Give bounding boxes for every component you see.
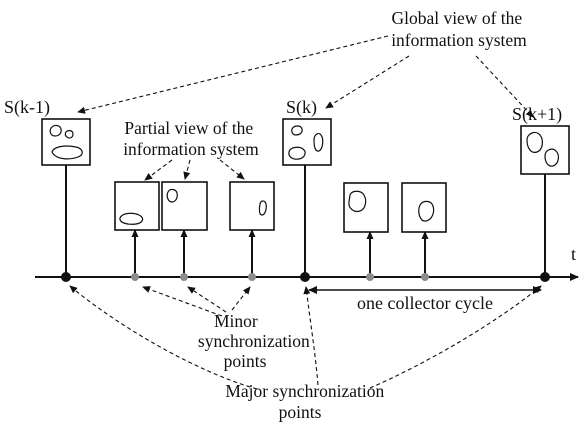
snapshot-box-k-minus-1	[41, 118, 91, 166]
blob-icon	[313, 133, 324, 152]
leader-major-1	[69, 285, 258, 390]
major-sync-point	[300, 272, 310, 282]
leader-minor-3	[231, 286, 251, 311]
blob-icon	[288, 146, 306, 160]
leader-partial-3	[219, 159, 245, 180]
blob-icon	[64, 129, 74, 139]
leader-minor-1	[142, 286, 223, 317]
minor-sync-points-label: Minor synchronization points	[198, 311, 314, 371]
global-view-label: Global view of the information system	[391, 8, 527, 50]
blob-icon	[51, 145, 83, 160]
snapshot-label-k-minus-1: S(k-1)	[4, 97, 50, 118]
blob-icon	[49, 124, 62, 137]
collector-cycle-label: one collector cycle	[357, 293, 493, 313]
leader-global-to-k-plus-1	[475, 55, 534, 118]
blob-icon	[544, 148, 559, 167]
partial-view-box	[114, 181, 160, 231]
snapshot-label-k: S(k)	[286, 97, 317, 118]
leader-global-to-k	[325, 55, 410, 109]
blob-icon	[418, 200, 435, 222]
minor-sync-point	[248, 273, 256, 281]
time-axis-label: t	[571, 244, 576, 264]
leader-partial-2	[183, 159, 191, 180]
minor-sync-point	[421, 273, 429, 281]
snapshot-box-k	[282, 118, 332, 166]
leader-global-to-k-minus-1	[77, 35, 389, 114]
partial-view-box	[401, 182, 447, 233]
blob-icon	[526, 131, 543, 153]
blob-icon	[258, 200, 267, 216]
snapshot-box-k-plus-1	[520, 125, 570, 175]
leader-major-3	[369, 285, 542, 389]
minor-sync-point	[180, 273, 188, 281]
major-sync-point	[540, 272, 550, 282]
snapshot-label-k-plus-1: S(k+1)	[512, 104, 562, 125]
leader-major-2	[303, 286, 319, 386]
major-sync-points-label: Major synchronization points	[225, 381, 388, 422]
blob-icon	[291, 125, 303, 136]
partial-view-box	[161, 181, 208, 231]
leader-minor-2	[187, 286, 227, 313]
blob-icon	[348, 190, 367, 213]
blob-icon	[166, 188, 178, 203]
leader-partial-1	[144, 159, 173, 181]
major-sync-point	[61, 272, 71, 282]
partial-view-label: Partial view of the information system	[123, 118, 259, 159]
partial-view-box	[229, 181, 275, 231]
minor-sync-point	[366, 273, 374, 281]
partial-view-box	[343, 182, 389, 233]
blob-icon	[119, 212, 144, 225]
minor-sync-point	[131, 273, 139, 281]
